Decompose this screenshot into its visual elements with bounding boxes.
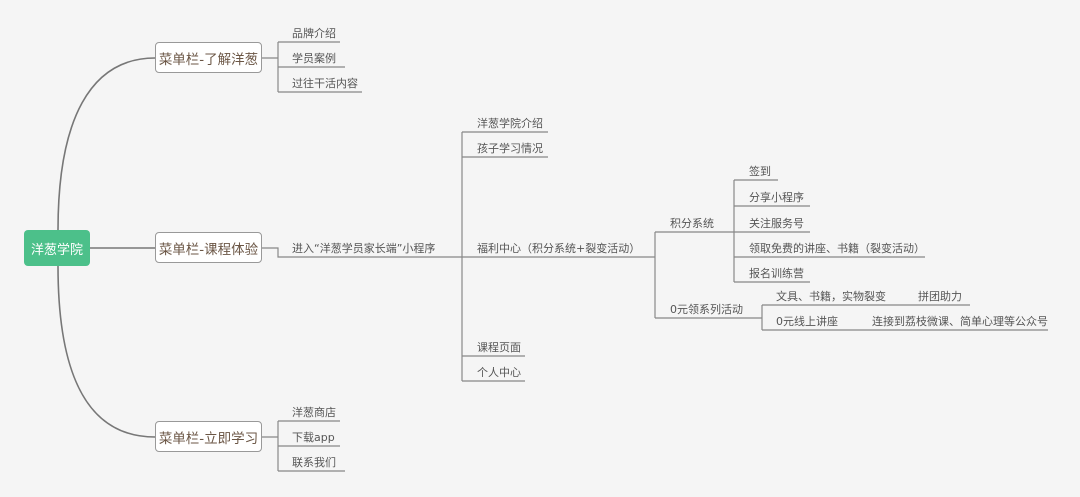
node-brand-intro[interactable]: 品牌介绍 (292, 27, 336, 40)
node-welfare-center[interactable]: 福利中心（积分系统+裂变活动） (477, 242, 641, 255)
node-student-cases[interactable]: 学员案例 (292, 52, 336, 65)
node-store[interactable]: 洋葱商店 (292, 406, 336, 419)
node-link-accounts[interactable]: 连接到荔枝微课、简单心理等公众号 (872, 315, 1048, 328)
node-group-buy[interactable]: 拼团助力 (918, 290, 962, 303)
node-camp-signup[interactable]: 报名训练营 (749, 267, 804, 280)
node-share[interactable]: 分享小程序 (749, 191, 804, 204)
branch-course[interactable]: 菜单栏-课程体验 (155, 232, 262, 263)
root-node[interactable]: 洋葱学院 (24, 230, 90, 266)
branch-learn[interactable]: 菜单栏-立即学习 (155, 421, 262, 452)
branch-about[interactable]: 菜单栏-了解洋葱 (155, 42, 262, 73)
node-points-system[interactable]: 积分系统 (670, 217, 714, 230)
node-checkin[interactable]: 签到 (749, 165, 771, 178)
node-personal-center[interactable]: 个人中心 (477, 366, 521, 379)
node-academy-intro[interactable]: 洋葱学院介绍 (477, 117, 543, 130)
node-contact[interactable]: 联系我们 (292, 456, 336, 469)
node-download-app[interactable]: 下载app (292, 431, 335, 444)
node-child-progress[interactable]: 孩子学习情况 (477, 142, 543, 155)
node-physical-fission[interactable]: 文具、书籍，实物裂变 (776, 290, 886, 303)
node-mini-program[interactable]: 进入“洋葱学员家长端”小程序 (292, 242, 436, 255)
node-online-lecture[interactable]: 0元线上讲座 (776, 315, 838, 328)
node-zero-yuan[interactable]: 0元领系列活动 (670, 303, 743, 316)
node-free-lecture[interactable]: 领取免费的讲座、书籍（裂变活动） (749, 242, 925, 255)
node-follow[interactable]: 关注服务号 (749, 217, 804, 230)
node-past-content[interactable]: 过往干活内容 (292, 77, 358, 90)
node-course-page[interactable]: 课程页面 (477, 341, 521, 354)
